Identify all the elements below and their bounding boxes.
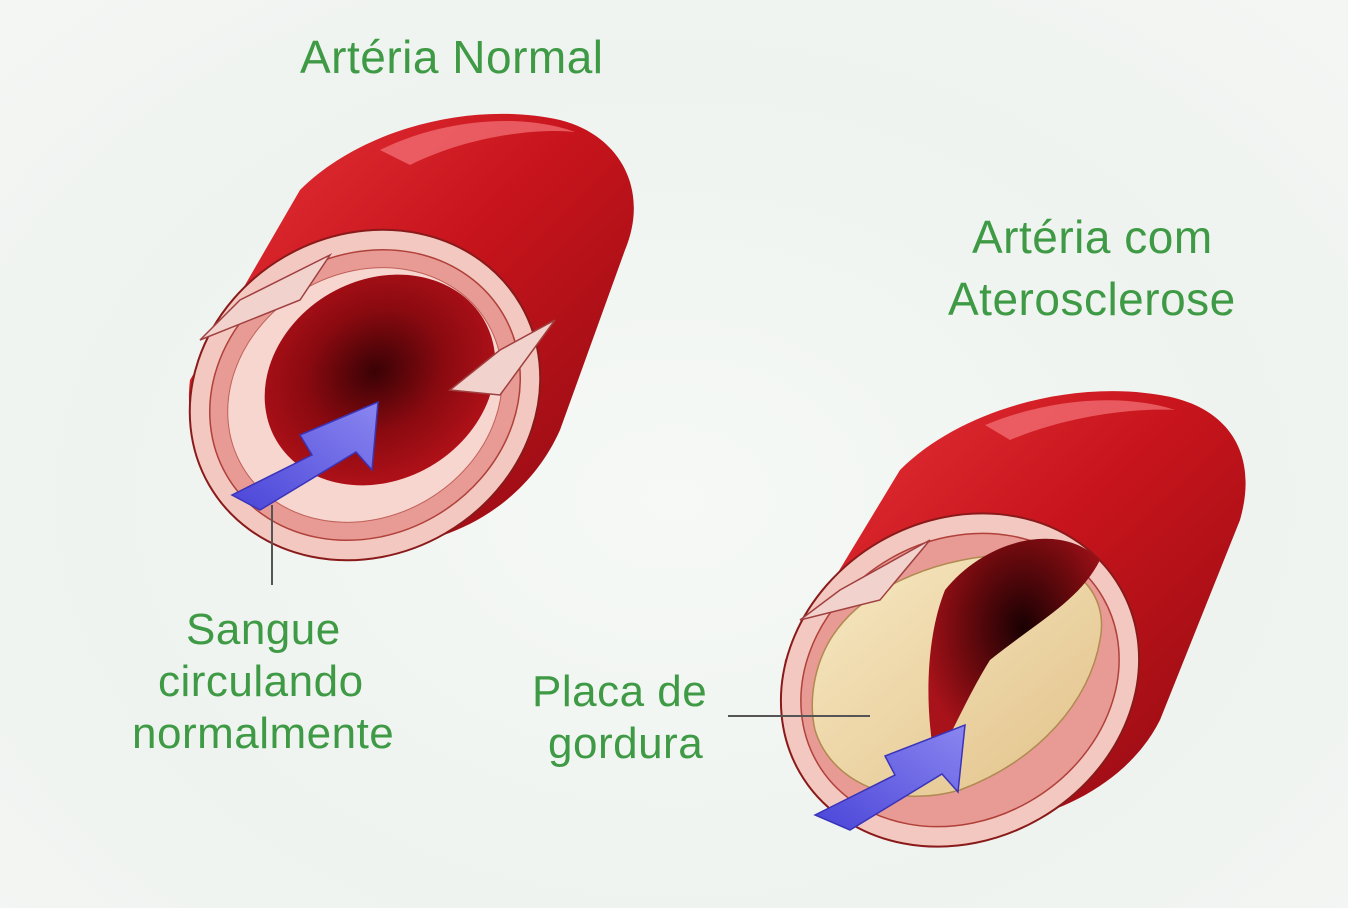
athero-artery-title-line2: Aterosclerose [948, 276, 1236, 322]
plaque-label-line1: Placa de [532, 670, 707, 714]
blood-label-line2: circulando [158, 660, 364, 704]
blood-label-line3: normalmente [132, 712, 394, 756]
blood-label-line1: Sangue [186, 608, 341, 652]
plaque-label-line2: gordura [548, 722, 703, 766]
atherosclerosis-artery [720, 391, 1246, 908]
normal-artery-title: Artéria Normal [300, 34, 604, 80]
normal-artery [129, 114, 634, 624]
athero-artery-title-line1: Artéria com [972, 214, 1213, 260]
